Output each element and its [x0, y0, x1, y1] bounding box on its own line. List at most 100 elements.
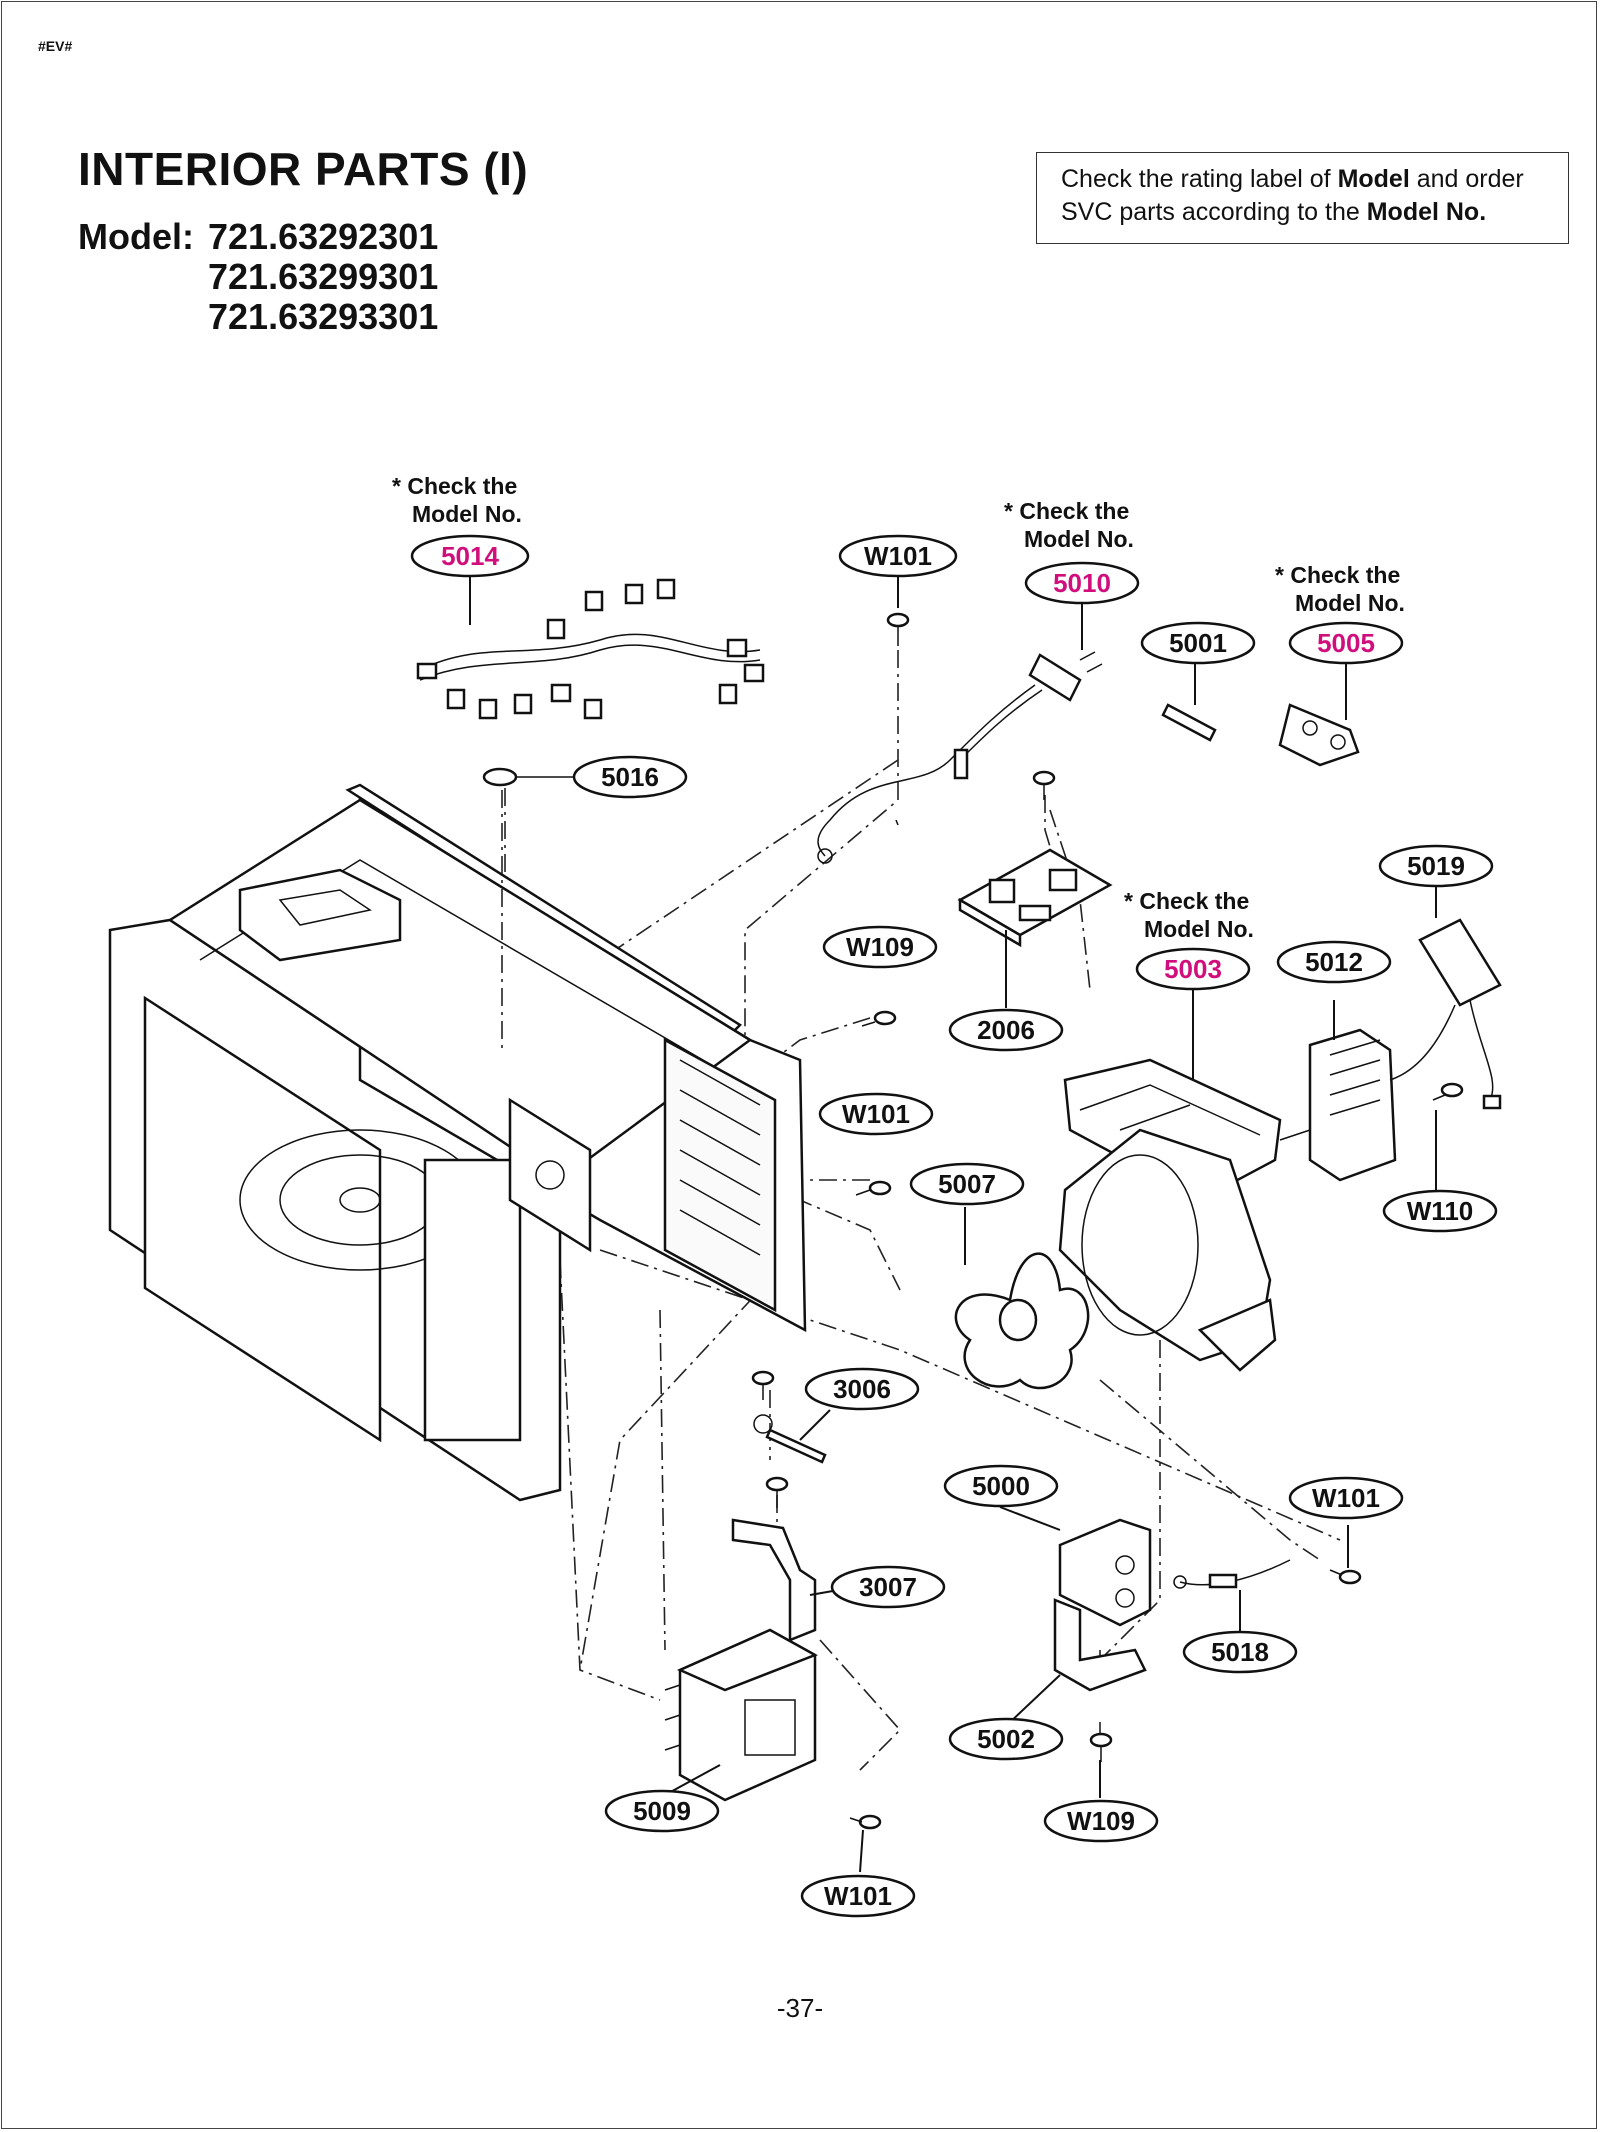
callout-w101-top: W101 — [838, 534, 958, 578]
callout-5010: 5010 — [1024, 561, 1140, 605]
callout-5019: 5019 — [1378, 844, 1494, 888]
svg-text:2006: 2006 — [977, 1015, 1035, 1045]
callout-5000: 5000 — [943, 1464, 1059, 1508]
check-model-note-5003: * Check the Model No. — [1124, 888, 1254, 942]
screw-icon — [861, 1010, 897, 1027]
callout-w101-middle: W101 — [818, 1092, 934, 1136]
svg-text:3007: 3007 — [859, 1572, 917, 1602]
svg-text:Model No.: Model No. — [1144, 916, 1254, 942]
callout-w109-lower: W109 — [1043, 1799, 1159, 1843]
check-model-note-5014: * Check the Model No. — [392, 473, 522, 527]
callout-3006: 3006 — [804, 1367, 920, 1411]
svg-text:* Check the: * Check the — [1275, 562, 1400, 588]
svg-text:5007: 5007 — [938, 1169, 996, 1199]
fuse-part — [1161, 703, 1217, 742]
callout-5007: 5007 — [909, 1162, 1025, 1206]
svg-text:* Check the: * Check the — [392, 473, 517, 499]
notice-text-2: and order — [1409, 165, 1524, 193]
fan-duct-part — [1058, 1128, 1277, 1372]
svg-text:5016: 5016 — [601, 762, 659, 792]
model-check-notice: Check the rating label of Model and orde… — [1036, 152, 1569, 244]
page-number: -37- — [776, 1993, 824, 2023]
callout-5009: 5009 — [604, 1789, 720, 1833]
callout-5018: 5018 — [1182, 1630, 1298, 1674]
callout-5001: 5001 — [1140, 621, 1256, 665]
svg-text:5018: 5018 — [1211, 1637, 1269, 1667]
screw-icon — [886, 612, 910, 646]
callout-5002: 5002 — [948, 1717, 1064, 1761]
callout-5014: 5014 — [410, 534, 530, 578]
svg-text:W110: W110 — [1407, 1196, 1474, 1226]
svg-text:Model No.: Model No. — [412, 501, 522, 527]
svg-text:W109: W109 — [846, 932, 914, 962]
svg-text:W101: W101 — [824, 1881, 892, 1911]
document-tag: #EV# — [38, 38, 73, 54]
shaft-part — [753, 1414, 827, 1464]
svg-text:5003: 5003 — [1164, 954, 1222, 984]
callout-w101-right: W101 — [1288, 1476, 1404, 1520]
svg-text:* Check the: * Check the — [1124, 888, 1249, 914]
model-number-2: 721.63299301 — [208, 256, 439, 297]
svg-text:W109: W109 — [1067, 1806, 1135, 1836]
screws — [751, 612, 1464, 1830]
check-model-note-5010: * Check the Model No. — [1004, 498, 1134, 552]
screw-icon — [849, 1814, 882, 1830]
humidity-sensor-part — [1389, 918, 1502, 1110]
leader-lines — [469, 574, 1437, 1873]
svg-text:3006: 3006 — [833, 1374, 891, 1404]
svg-text:* Check the: * Check the — [1004, 498, 1129, 524]
callout-3007: 3007 — [830, 1565, 946, 1609]
svg-text:Model No.: Model No. — [1295, 590, 1405, 616]
svg-text:5010: 5010 — [1053, 568, 1111, 598]
screw-icon — [1329, 1569, 1362, 1585]
notice-bold-model: Model — [1337, 165, 1410, 193]
screw-icon — [751, 1370, 775, 1400]
magnetron-part — [664, 1628, 818, 1802]
screw-icon — [765, 1476, 789, 1508]
capacitor-bracket-part — [1053, 1598, 1147, 1692]
svg-text:5005: 5005 — [1317, 628, 1375, 658]
svg-text:W101: W101 — [864, 541, 932, 571]
screw-icon — [855, 1180, 892, 1196]
wire-harness-part — [416, 578, 765, 720]
fan-motor-part — [1279, 1028, 1397, 1182]
screw-icon — [1032, 770, 1056, 800]
svg-text:5002: 5002 — [977, 1724, 1035, 1754]
svg-text:W101: W101 — [842, 1099, 910, 1129]
check-model-note-5005: * Check the Model No. — [1275, 562, 1405, 616]
svg-text:5009: 5009 — [633, 1796, 691, 1826]
callout-5005: 5005 — [1288, 621, 1404, 665]
svg-text:5014: 5014 — [441, 541, 499, 571]
bracket-part — [731, 1518, 817, 1642]
notice-text-1: Check the rating label of — [1061, 165, 1338, 193]
model-label: Model: — [78, 216, 194, 257]
svg-text:5012: 5012 — [1305, 947, 1363, 977]
callout-5016: 5016 — [572, 755, 688, 799]
svg-text:5019: 5019 — [1407, 851, 1465, 881]
diode-part — [1173, 1559, 1291, 1589]
model-number-3: 721.63293301 — [208, 296, 439, 337]
fan-blade-part — [954, 1252, 1090, 1390]
notice-text-3: SVC parts according to the — [1061, 198, 1367, 226]
callout-w110: W110 — [1382, 1189, 1498, 1233]
screw-icon — [1432, 1082, 1464, 1101]
model-number-1: 721.63292301 — [208, 216, 439, 257]
page-title: INTERIOR PARTS (I) — [78, 143, 529, 195]
svg-text:5001: 5001 — [1169, 628, 1227, 658]
power-cord-part — [817, 651, 1103, 864]
callout-w101-bottom: W101 — [800, 1874, 916, 1918]
svg-text:W101: W101 — [1312, 1483, 1380, 1513]
capacitor-part — [1058, 1518, 1152, 1627]
callout-5003: 5003 — [1135, 947, 1251, 991]
callout-2006: 2006 — [948, 1008, 1064, 1052]
fuse-holder-part — [1278, 703, 1360, 767]
notice-bold-model-no: Model No. — [1366, 198, 1487, 226]
thermostat-part — [482, 767, 598, 1050]
screw-icon — [1089, 1732, 1113, 1762]
callout-w109-upper: W109 — [822, 925, 938, 969]
callout-5012: 5012 — [1276, 940, 1392, 984]
svg-text:Model No.: Model No. — [1024, 526, 1134, 552]
pcb-board-part — [957, 848, 1113, 948]
